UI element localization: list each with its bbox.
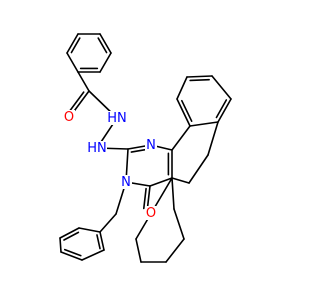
bond-A6-A1-double (70, 37, 81, 54)
molecule-structure: O HN HN N N O (59, 33, 232, 263)
bond-D3-D4-double (189, 78, 210, 82)
bond-C13-D1 (171, 125, 191, 151)
bond-A5-C7 (77, 71, 90, 92)
bond-D2-D3 (176, 76, 188, 100)
bond-B6-B7-double (63, 231, 80, 241)
bond-B1-B2 (99, 213, 117, 233)
bond-A6-A1 (66, 33, 79, 54)
bond-B2-B3 (99, 231, 105, 251)
bond-B3-B4 (81, 249, 105, 261)
bond-D7-D8 (188, 154, 209, 184)
bond-C15-C17-double (142, 187, 147, 210)
bond-A2-A3 (99, 33, 112, 54)
bond-A2-A3-double (97, 37, 108, 54)
bond-D1-D2 (176, 98, 191, 127)
benzyl-nitrogen-label: N (121, 175, 131, 190)
bond-D5-D6-double (215, 99, 228, 119)
atom-label-layer: O HN HN N N O (63, 110, 157, 221)
bond-Q1-Q2 (173, 208, 185, 240)
bond-B4-B5 (60, 251, 83, 261)
bond-Q4-Q5 (135, 238, 142, 263)
bond-D1-D2-double (181, 99, 193, 122)
amide-oxygen-label: O (64, 110, 74, 125)
bond-D8-C14 (171, 177, 190, 184)
bond-D4-D5 (211, 75, 232, 100)
bond-Q2-Q3 (165, 238, 185, 263)
carbonyl-oxygen-label: O (146, 206, 156, 221)
pyrimidine-nitrogen-label: N (146, 138, 156, 153)
hydrazine-nh-label: HN (87, 141, 107, 156)
amide-nh-label: HN (107, 111, 127, 126)
bond-B4-B5-double (64, 248, 82, 257)
bond-C14-C15 (149, 177, 173, 187)
bond-B2-B3-double (96, 234, 101, 250)
bond-C14-Q1 (171, 177, 175, 210)
bond-B5-B6 (59, 237, 62, 253)
bond-A5-A6 (66, 52, 79, 73)
bond-D3-D4 (186, 75, 213, 78)
bond-B7-B2 (78, 227, 101, 233)
bond-D6-D1 (189, 121, 219, 127)
bond-D5-D6 (217, 98, 232, 123)
bond-D6-D7 (207, 121, 219, 156)
bond-A3-A4 (99, 52, 112, 73)
bond-B6-B7 (59, 227, 80, 239)
bond-C7-O8-double (67, 91, 85, 114)
